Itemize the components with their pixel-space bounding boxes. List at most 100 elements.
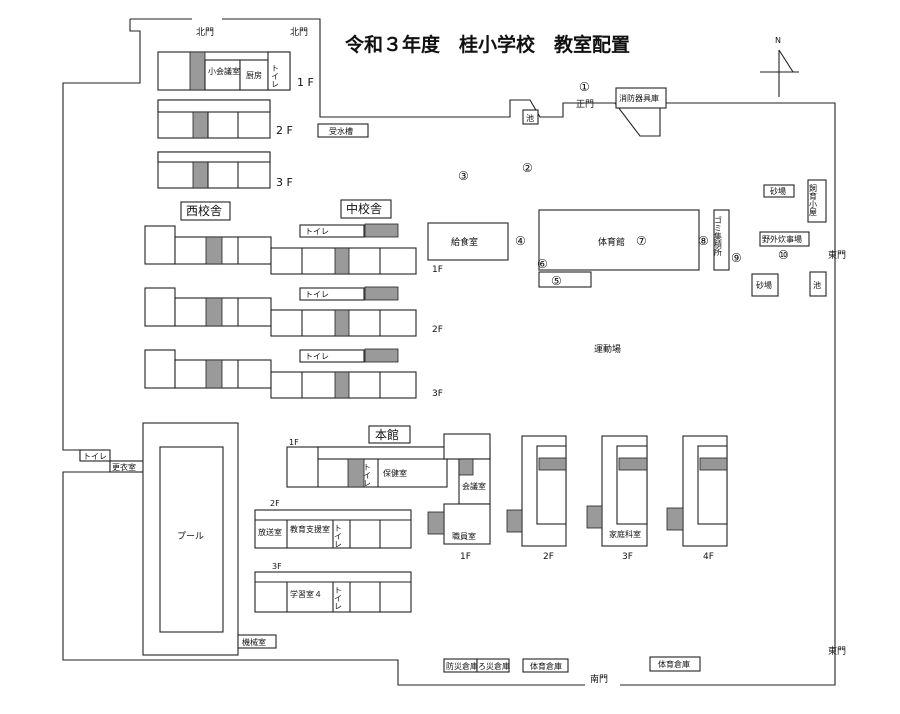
floor-label: 1F [432, 265, 443, 275]
room-toilet: トイレ [305, 290, 329, 299]
north-arrow-icon: N [760, 36, 799, 97]
main-building-label: 本館 [368, 425, 411, 444]
svg-text:受水槽: 受水槽 [329, 126, 353, 136]
svg-text:本館: 本館 [375, 427, 399, 442]
svg-text:池: 池 [813, 280, 821, 290]
south-gate: 南門 [585, 673, 620, 687]
room-conference: 会議室 [462, 481, 486, 491]
marker-4: ④ [515, 234, 526, 248]
disaster-storage: 防災倉庫 [443, 658, 478, 673]
west-middle-1f: トイレ 1F [144, 223, 443, 275]
svg-text:トイレ: トイレ [363, 463, 372, 487]
floor-label: 1 F [297, 76, 314, 89]
section-3f: 家庭科室 3F [586, 435, 648, 562]
svg-text:プール: プール [177, 531, 204, 542]
svg-text:機械室: 機械室 [242, 637, 266, 647]
svg-text:中校舎: 中校舎 [346, 201, 382, 216]
fire-equipment-storage: 消防器具庫 [615, 87, 667, 109]
svg-text:ゴミ集積所: ゴミ集積所 [714, 215, 723, 257]
playground-label: 運動場 [594, 343, 621, 355]
svg-text:東門: 東門 [828, 645, 846, 657]
garbage-collection: ゴミ集積所 [713, 209, 730, 271]
floor-label: 2F [270, 499, 280, 508]
marker-6: ⑥ [537, 257, 548, 271]
svg-text:野外炊事場: 野外炊事場 [762, 234, 802, 244]
marker-7: ⑦ [636, 234, 647, 248]
room-study4: 学習室４ [290, 589, 322, 599]
svg-text:砂場: 砂場 [756, 280, 772, 290]
svg-text:北門: 北門 [196, 27, 214, 38]
svg-text:体育館: 体育館 [598, 236, 625, 248]
cafeteria: 給食室 [427, 222, 509, 261]
machine-room: 機械室 [237, 634, 277, 649]
svg-text:トイレ: トイレ [334, 524, 343, 548]
floor-label: 4F [703, 552, 714, 562]
pool: プール [142, 422, 239, 656]
svg-text:トイレ: トイレ [334, 586, 343, 610]
main-building-1f: 1F トイレ 保健室 [286, 438, 491, 488]
floor-label: 3F [622, 552, 633, 562]
gymnasium: 体育館 [538, 209, 700, 288]
north-building-1f: 小会議室 厨房 トイレ 1 F [157, 51, 314, 91]
sandpit-b: 砂場 [751, 273, 779, 297]
marker-5: ⑤ [551, 274, 562, 288]
floor-label: 3F [432, 389, 443, 399]
room-kitchen: 厨房 [246, 70, 262, 80]
marker-2: ② [522, 161, 533, 175]
changing-room: トイレ 更衣室 [79, 449, 144, 473]
admin-wing: 会議室 職員室 1F [427, 433, 491, 562]
section-2f: 2F [506, 435, 567, 562]
svg-text:東門: 東門 [828, 249, 846, 261]
water-tank: 受水槽 [317, 123, 369, 138]
pe-storage-b: 体育倉庫 [649, 656, 701, 672]
svg-text:北門: 北門 [290, 27, 308, 38]
svg-text:消防器具庫: 消防器具庫 [619, 93, 659, 103]
north-building-3f: 3 F [157, 151, 293, 189]
room-home-ec: 家庭科室 [609, 529, 641, 539]
floor-label: 3F [272, 562, 282, 571]
svg-text:南門: 南門 [590, 673, 608, 685]
svg-text:給食室: 給食室 [451, 236, 478, 248]
section-4f: 4F [666, 435, 728, 562]
marker-3: ③ [458, 169, 469, 183]
east-gate-lower: 東門 [828, 645, 846, 657]
main-building-2f: 2F 放送室 教育支援室 トイレ [254, 499, 412, 549]
svg-text:体育倉庫: 体育倉庫 [658, 659, 690, 669]
pond-east: 池 [809, 271, 827, 297]
marker-10: ⑩ [778, 248, 789, 262]
pe-storage-a: 体育倉庫 [522, 658, 569, 673]
room-health: 保健室 [383, 468, 407, 478]
svg-text:砂場: 砂場 [770, 186, 786, 196]
sandpit-a: 砂場 [763, 184, 795, 198]
room-toilet: トイレ [305, 352, 329, 361]
floor-label: 1F [289, 438, 299, 447]
west-middle-2f: トイレ 2F [144, 286, 443, 337]
east-gate: 東門 [828, 249, 846, 261]
room-meeting-small: 小会議室 [208, 66, 240, 76]
main-building-3f: 3F 学習室４ トイレ [254, 562, 412, 613]
marker-8: ⑧ [698, 234, 709, 248]
west-building-label: 西校舎 [180, 201, 231, 221]
svg-text:西校舎: 西校舎 [186, 203, 222, 218]
main-gate: 正門 [576, 99, 594, 110]
north-gate-b: 北門 [290, 27, 308, 38]
svg-text:防災倉庫: 防災倉庫 [446, 661, 478, 671]
svg-text:池: 池 [526, 113, 534, 123]
pond-north: 池 [522, 109, 539, 125]
north-building-2f: 2 F [157, 99, 293, 139]
svg-text:飼育小屋: 飼育小屋 [809, 183, 818, 217]
room-broadcast: 放送室 [258, 527, 282, 537]
marker-1: ① [579, 80, 590, 94]
fire-storage-2: ろ災倉庫 [476, 658, 510, 673]
north-label: N [775, 36, 781, 45]
room-toilet-north: トイレ [271, 64, 280, 88]
marker-9: ⑨ [731, 251, 742, 265]
north-gate-a: 北門 [192, 17, 222, 38]
map-title: 令和３年度 桂小学校 教室配置 [345, 33, 630, 56]
floor-label: 2F [543, 552, 554, 562]
room-edu-support: 教育支援室 [290, 524, 330, 534]
west-middle-3f: トイレ 3F [144, 348, 443, 399]
room-toilet: トイレ [305, 227, 329, 236]
